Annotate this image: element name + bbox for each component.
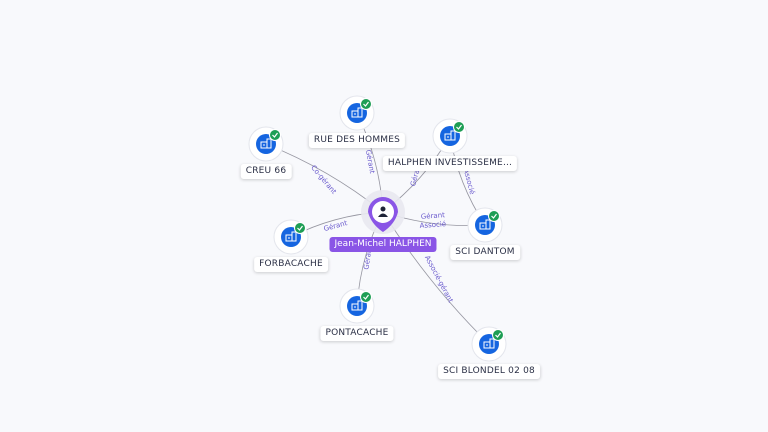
edge-label: Co-gérant (309, 164, 338, 196)
company-icon (479, 219, 491, 230)
node-rue-des-hommes[interactable] (339, 95, 375, 131)
edge-label: Gérant (362, 245, 373, 270)
node-label[interactable]: RUE DES HOMMES (308, 133, 406, 148)
company-icon (483, 338, 495, 349)
node-label[interactable]: FORBACACHE (254, 257, 328, 272)
verified-check-icon (492, 329, 504, 341)
node-center-person[interactable] (361, 190, 405, 234)
company-icon (285, 231, 297, 242)
verified-check-icon (294, 222, 306, 234)
edge-label: Gérant (323, 219, 349, 233)
node-sci-blondel[interactable] (471, 326, 507, 362)
node-sci-dantom[interactable] (467, 207, 503, 243)
edge-label: Gérant (421, 211, 446, 221)
verified-check-icon (360, 98, 372, 110)
verified-check-icon (453, 121, 465, 133)
node-label[interactable]: HALPHEN INVESTISSEME... (382, 156, 518, 171)
node-halphen-invest[interactable] (432, 118, 468, 154)
node-label[interactable]: SCI DANTOM (450, 245, 520, 260)
node-pontacache[interactable] (339, 288, 375, 324)
node-label[interactable]: SCI BLONDEL 02 08 (438, 364, 540, 379)
center-person-label[interactable]: Jean-Michel HALPHEN (329, 237, 437, 252)
verified-check-icon (360, 291, 372, 303)
company-icon (351, 107, 363, 118)
nodes-layer (248, 95, 507, 362)
edge-label: Associé (462, 168, 477, 196)
verified-check-icon (488, 210, 500, 222)
edge-label: Associé (419, 220, 446, 230)
verified-check-icon (269, 129, 281, 141)
company-icon (444, 130, 456, 141)
node-creu66[interactable] (248, 126, 284, 162)
company-icon (351, 300, 363, 311)
node-label[interactable]: PONTACACHE (320, 326, 394, 341)
node-label[interactable]: CREU 66 (240, 164, 292, 179)
company-icon (260, 138, 272, 149)
edge-label: Associé-gérant (423, 254, 455, 304)
node-forbacache[interactable] (273, 219, 309, 255)
person-icon (378, 206, 388, 217)
edge-label: Gérant (364, 149, 376, 174)
